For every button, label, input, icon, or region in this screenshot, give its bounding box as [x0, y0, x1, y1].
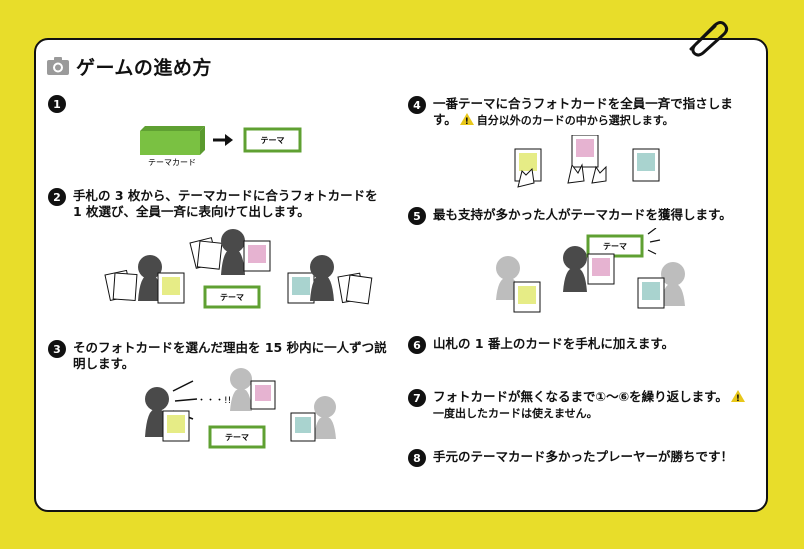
step-8: 8 手元のテーマカード多かったプレーヤーが勝ちです！ — [408, 449, 753, 467]
step-1-illustration: テーマカード テーマ — [140, 126, 302, 167]
step-3-illustration: ・・・!! テーマ — [145, 368, 336, 449]
step-note: 一度出したカードは使えません。 — [433, 407, 598, 420]
step-number: 2 — [48, 188, 66, 206]
step-text: そのフォトカードを選んだ理由を 15 秒内に一人ずつ説明します。 — [73, 340, 387, 371]
step-4-illustration — [514, 135, 660, 188]
paperclip-icon — [689, 21, 729, 57]
step-text: フォトカードが無くなるまで①〜⑥を繰り返します。 — [433, 389, 728, 404]
warning-icon — [459, 113, 474, 130]
theme-card-label: テーマ — [220, 293, 244, 302]
step-5: 5 最も支持が多かった人がテーマカードを獲得します。 — [408, 207, 753, 225]
step-text: 手元のテーマカード多かったプレーヤーが勝ちです！ — [433, 449, 734, 464]
step-text: 最も支持が多かった人がテーマカードを獲得します。 — [433, 207, 732, 222]
step-6: 6 山札の 1 番上のカードを手札に加えます。 — [408, 336, 753, 354]
theme-card-label: テーマ — [261, 136, 285, 145]
step-2-illustration: テーマ — [104, 229, 373, 309]
theme-card-caption: テーマカード — [148, 158, 196, 167]
step-number: 7 — [408, 389, 426, 407]
step-number: 6 — [408, 336, 426, 354]
header: ゲームの進め方 — [46, 54, 212, 79]
step-number: 1 — [48, 95, 66, 113]
speech-ellipsis: ・・・!! — [197, 396, 231, 406]
step-4: 4 一番テーマに合うフォトカードを全員一斉で指さします。自分以外のカードの中から… — [408, 96, 753, 130]
step-7: 7 フォトカードが無くなるまで①〜⑥を繰り返します。一度出したカードは使えません… — [408, 389, 753, 422]
step-number: 3 — [48, 340, 66, 358]
step-text: 山札の 1 番上のカードを手札に加えます。 — [433, 336, 675, 351]
camera-icon — [47, 57, 69, 75]
theme-card-label: テーマ — [225, 433, 249, 442]
step-text: 一番テーマに合うフォトカードを全員一斉で指さします。 — [433, 96, 733, 127]
warning-icon — [730, 390, 745, 407]
theme-card-label: テーマ — [603, 242, 627, 251]
step-2: 2 手札の 3 枚から、テーマカードに合うフォトカードを 1 枚選び、全員一斉に… — [48, 188, 388, 220]
page-title: ゲームの進め方 — [76, 56, 212, 79]
step-number: 8 — [408, 449, 426, 467]
step-3: 3 そのフォトカードを選んだ理由を 15 秒内に一人ずつ説明します。 — [48, 340, 388, 372]
step-text: 手札の 3 枚から、テーマカードに合うフォトカードを 1 枚選び、全員一斉に表向… — [73, 188, 378, 219]
step-5-illustration: テーマ — [496, 228, 685, 313]
step-number: 5 — [408, 207, 426, 225]
step-1: 1 — [48, 95, 66, 113]
step-number: 4 — [408, 96, 426, 114]
step-note: 自分以外のカードの中から選択します。 — [476, 114, 674, 127]
